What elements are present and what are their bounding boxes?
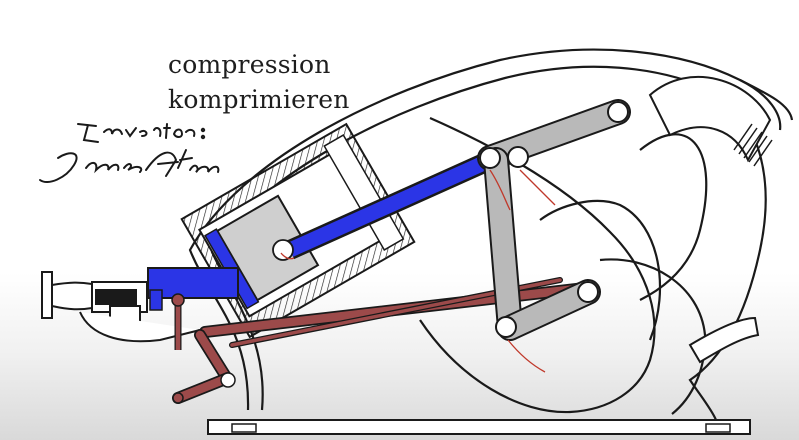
lower-link [497,279,601,341]
vertical-link [483,147,523,341]
intake-assembly [41,271,201,343]
pivot-joints [479,101,629,338]
caption-compression-en: compression [168,50,331,79]
inlet-duct [147,267,239,311]
base-plate [207,419,751,435]
connecting-rod [199,277,591,348]
cylinder-block [180,122,416,339]
inventor-signature [39,123,220,184]
rotation-marks [280,169,556,373]
valve-lever [171,293,185,350]
lower-linkage [172,329,236,404]
piston-pin [272,239,294,261]
exhaust-pipe [648,76,773,167]
side-tube [688,316,760,364]
caption-compression-de: komprimieren [168,85,350,114]
